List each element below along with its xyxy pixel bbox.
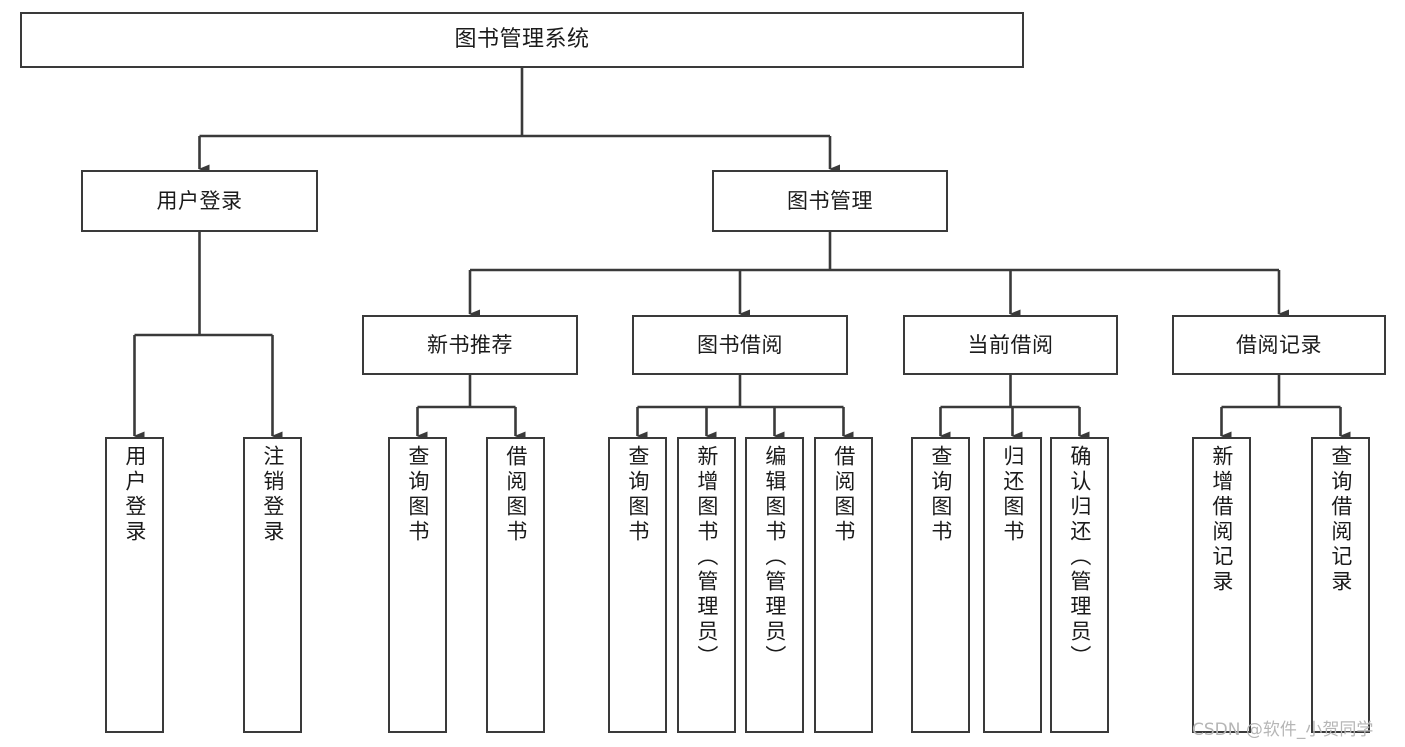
node-leaf-cur-return: 归还图书: [983, 437, 1042, 733]
node-current-borrow: 当前借阅: [903, 315, 1118, 375]
node-label: 新增图书（管理员）: [694, 445, 719, 670]
node-leaf-rcd-query: 查询借阅记录: [1311, 437, 1370, 733]
node-label: 借阅记录: [1236, 332, 1322, 357]
node-label: 归还图书: [1000, 445, 1025, 545]
node-leaf-rcd-add: 新增借阅记录: [1192, 437, 1251, 733]
node-leaf-rec-query: 查询图书: [388, 437, 447, 733]
node-borrow-record: 借阅记录: [1172, 315, 1386, 375]
node-label: 图书管理系统: [454, 27, 590, 53]
node-leaf-rec-borrow: 借阅图书: [486, 437, 545, 733]
node-label: 借阅图书: [503, 445, 528, 545]
node-leaf-borrow-query: 查询图书: [608, 437, 667, 733]
node-leaf-borrow-add: 新增图书（管理员）: [677, 437, 736, 733]
node-label: 新增借阅记录: [1209, 445, 1234, 595]
node-label: 查询图书: [928, 445, 953, 545]
node-label: 借阅图书: [831, 445, 856, 545]
watermark-text: CSDN @软件_小贺同学: [1192, 720, 1374, 740]
node-label: 用户登录: [122, 445, 147, 545]
node-book-manage: 图书管理: [712, 170, 948, 232]
node-book-borrow: 图书借阅: [632, 315, 848, 375]
node-label: 图书管理: [787, 188, 873, 213]
node-leaf-cur-query: 查询图书: [911, 437, 970, 733]
node-leaf-user-logout: 注销登录: [243, 437, 302, 733]
node-user-login: 用户登录: [81, 170, 318, 232]
node-label: 图书借阅: [697, 332, 783, 357]
node-label: 查询借阅记录: [1328, 445, 1353, 595]
node-label: 查询图书: [625, 445, 650, 545]
node-leaf-user-login: 用户登录: [105, 437, 164, 733]
node-label: 用户登录: [156, 188, 243, 213]
node-label: 新书推荐: [427, 332, 513, 357]
node-label: 确认归还（管理员）: [1067, 445, 1092, 670]
node-new-book-rec: 新书推荐: [362, 315, 578, 375]
node-label: 注销登录: [260, 445, 285, 545]
node-label: 当前借阅: [967, 332, 1054, 357]
node-label: 编辑图书（管理员）: [762, 445, 787, 670]
node-root: 图书管理系统: [20, 12, 1024, 68]
node-leaf-cur-confirm: 确认归还（管理员）: [1050, 437, 1109, 733]
node-leaf-borrow-lend: 借阅图书: [814, 437, 873, 733]
node-label: 查询图书: [405, 445, 430, 545]
node-leaf-borrow-edit: 编辑图书（管理员）: [745, 437, 804, 733]
